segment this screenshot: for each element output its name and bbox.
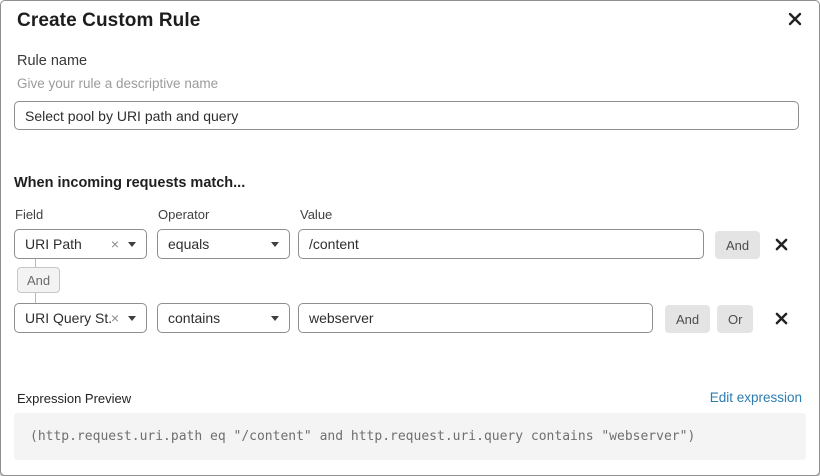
operator-select[interactable]: equals <box>157 229 290 259</box>
value-input[interactable] <box>298 303 653 333</box>
delete-x-glyph <box>775 238 787 250</box>
column-label-operator: Operator <box>158 207 210 222</box>
field-select[interactable]: URI Path × <box>14 229 147 259</box>
operator-select-value: equals <box>168 236 210 252</box>
add-and-condition-button[interactable]: And <box>665 305 711 333</box>
expression-preview-label: Expression Preview <box>17 391 132 406</box>
close-x-glyph <box>788 12 802 26</box>
edit-expression-link[interactable]: Edit expression <box>709 390 802 405</box>
expression-preview-code: (http.request.uri.path eq "/content" and… <box>14 413 806 460</box>
field-select-value: URI Query St... <box>25 310 111 326</box>
operator-select-value: contains <box>168 310 221 326</box>
field-select-value: URI Path <box>25 236 82 252</box>
chevron-down-icon <box>128 241 136 247</box>
and-connector-badge: And <box>17 267 61 293</box>
rule-name-input[interactable] <box>14 101 799 130</box>
operator-select[interactable]: contains <box>157 303 290 333</box>
field-select[interactable]: URI Query St... × <box>14 303 147 333</box>
delete-row-icon[interactable] <box>772 309 790 327</box>
chevron-down-icon <box>271 315 279 321</box>
add-or-condition-button[interactable]: Or <box>717 305 754 333</box>
clear-field-icon[interactable]: × <box>110 310 119 326</box>
delete-x-glyph <box>775 312 787 324</box>
clear-field-icon[interactable]: × <box>110 236 119 252</box>
add-and-condition-button[interactable]: And <box>715 231 761 259</box>
column-label-field: Field <box>15 207 44 222</box>
close-icon[interactable] <box>785 9 805 29</box>
dialog-title: Create Custom Rule <box>17 10 201 31</box>
column-label-value: Value <box>300 207 333 222</box>
delete-row-icon[interactable] <box>772 235 790 253</box>
rule-name-label: Rule name <box>17 53 88 69</box>
match-section-heading: When incoming requests match... <box>14 175 246 191</box>
chevron-down-icon <box>271 241 279 247</box>
value-input[interactable] <box>298 229 704 259</box>
rule-name-helper: Give your rule a descriptive name <box>17 76 219 91</box>
chevron-down-icon <box>128 315 136 321</box>
